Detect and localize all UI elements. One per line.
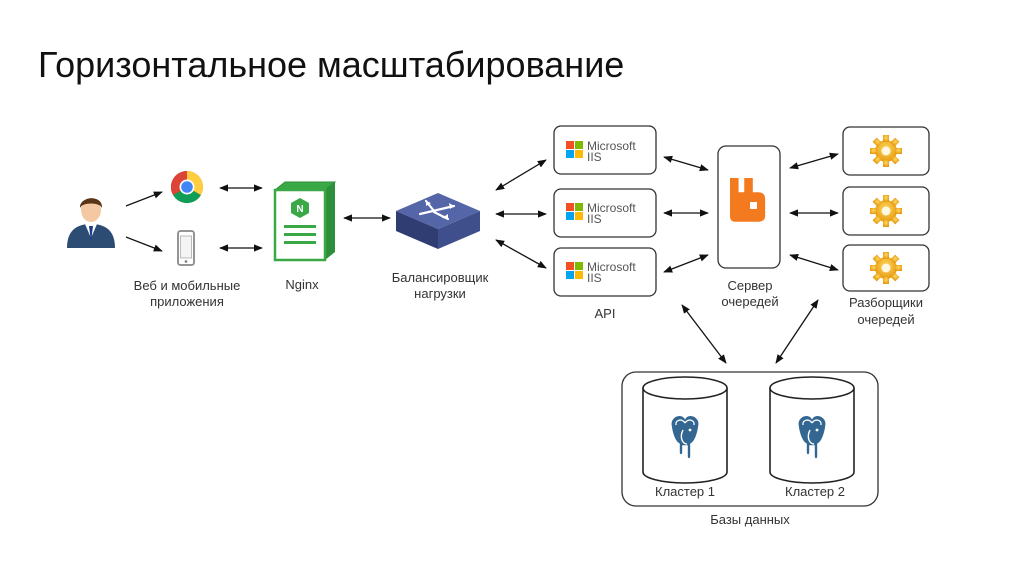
nginx-server-icon: N [273,181,337,262]
api-server-3: Microsoft IIS [553,247,657,297]
nginx-label: Nginx [285,277,319,292]
arrow-api3-queue [663,254,709,273]
arrow-api-databases [681,304,727,364]
svg-text:N: N [296,204,303,215]
cluster-1-cylinder [642,376,728,484]
cluster-2-cylinder [769,376,855,484]
queue-parser-2 [842,186,930,236]
arrow-api1-queue [663,155,709,172]
iis-logo: Microsoft IIS [566,260,636,285]
svg-text:Microsoft: Microsoft [587,201,636,215]
databases-group: Кластер 1 Кластер 2 [621,371,879,507]
arrow-user-to-web [125,191,163,207]
arrow-queue-parser1 [789,152,839,170]
api-label: API [595,306,616,321]
gear-icon [870,252,902,284]
queue-label-line1: Сервер [727,278,772,293]
svg-text:Microsoft: Microsoft [587,260,636,274]
api-server-1: Microsoft IIS [553,125,657,175]
iis-logo: Microsoft IIS [566,201,636,226]
chrome-icon [170,170,204,204]
arrow-user-to-mobile [125,236,163,252]
clients-label-line1: Веб и мобильные [134,278,241,293]
balancer-label-line2: нагрузки [414,286,466,301]
svg-text:IIS: IIS [587,150,602,164]
mobile-phone-icon [177,230,195,266]
clients-label-line2: приложения [150,294,224,309]
arrow-parsers-databases [775,299,819,364]
queue-parser-3 [842,244,930,292]
arrow-queue-parser3 [789,253,839,272]
queue-parser-1 [842,126,930,176]
svg-text:Microsoft: Microsoft [587,139,636,153]
svg-text:IIS: IIS [587,212,602,226]
balancer-label-line1: Балансировщик [392,270,489,285]
arrow-balancer-api1 [495,159,547,191]
cluster1-label: Кластер 1 [655,484,715,499]
parsers-label-line2: очередей [857,312,914,327]
rabbitmq-icon [730,178,766,222]
router-icon [396,193,480,249]
cluster2-label: Кластер 2 [785,484,845,499]
databases-label: Базы данных [710,512,790,527]
parsers-label-line1: Разборщики [849,295,923,310]
gear-icon [870,195,902,227]
iis-logo: Microsoft IIS [566,139,636,164]
gear-icon [870,135,902,167]
queue-server [717,145,781,269]
queue-label-line2: очередей [721,294,778,309]
api-server-2: Microsoft IIS [553,188,657,238]
svg-text:IIS: IIS [587,271,602,285]
arrow-balancer-api3 [495,239,547,269]
user-icon [67,198,115,248]
page-title: Горизонтальное масштабирование [38,44,625,85]
